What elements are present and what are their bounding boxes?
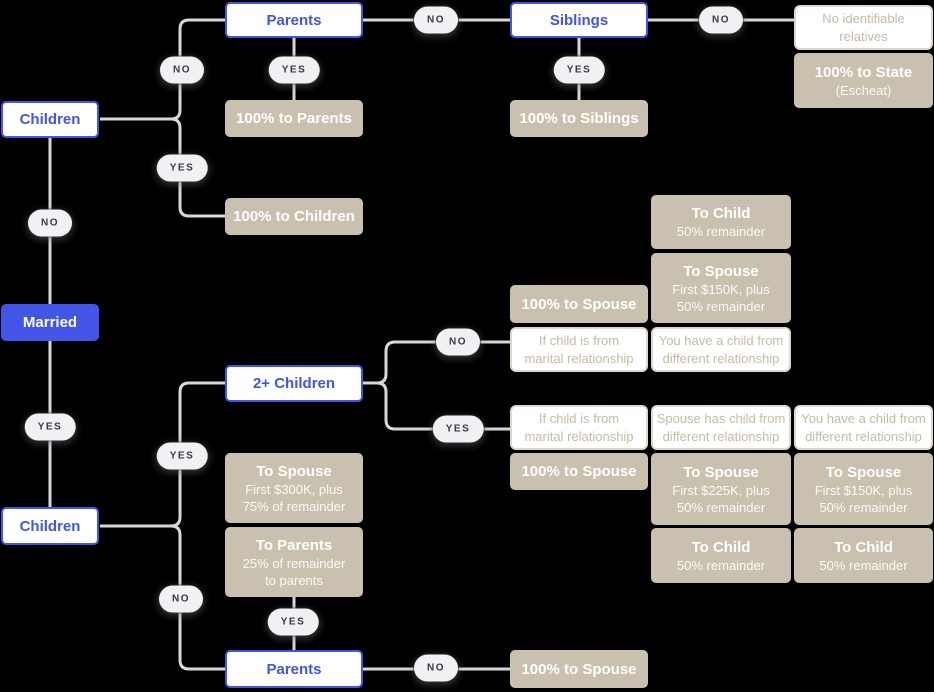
outcome-title: 100% to Children xyxy=(233,208,355,225)
node-children-bottom: Children xyxy=(1,507,99,545)
outcome-subtitle: First $150K, plus xyxy=(672,281,770,297)
outcome-title: 100% to Parents xyxy=(236,110,352,127)
note-you-child-single: You have a child from different relation… xyxy=(651,327,791,372)
node-two-plus-children: 2+ Children xyxy=(225,365,363,402)
badge-children-bottom-yes: YES xyxy=(156,442,208,470)
badge-parents-top-no: NO xyxy=(414,6,458,34)
outcome-title: To Spouse xyxy=(683,463,759,481)
badge-two-plus-no: NO xyxy=(436,328,480,356)
node-parents-top: Parents xyxy=(225,2,363,38)
badge-married-yes: YES xyxy=(24,413,76,441)
outcome-100-to-spouse-multi: 100% to Spouse xyxy=(510,453,648,490)
badge-married-no: NO xyxy=(28,209,72,237)
outcome-title: To Parents xyxy=(255,536,333,554)
note-no-identifiable-relatives: No identifiable relatives xyxy=(794,5,933,50)
outcome-to-spouse-150-multi: To Spouse First $150K, plus 50% remainde… xyxy=(794,453,933,525)
note-line: marital relationship xyxy=(524,350,634,366)
outcome-to-spouse-300: To Spouse First $300K, plus 75% of remai… xyxy=(225,453,363,523)
outcome-subtitle: to parents xyxy=(265,572,323,588)
edge-children-bottom-yes-to-2plus xyxy=(170,381,225,528)
note-if-marital-single: If child is from marital relationship xyxy=(510,327,648,372)
badge-parents-top-yes: YES xyxy=(268,56,320,84)
badge-siblings-no: NO xyxy=(699,6,743,34)
badge-children-bottom-no: NO xyxy=(159,585,203,613)
node-married-label: Married xyxy=(22,314,78,331)
badge-children-top-yes: YES xyxy=(156,154,208,182)
note-line: different relationship xyxy=(805,428,922,444)
badge-siblings-yes: YES xyxy=(553,56,605,84)
note-line: If child is from xyxy=(538,332,620,348)
outcome-100-to-spouse-no-parents: 100% to Spouse xyxy=(510,650,648,688)
note-line: different relationship xyxy=(662,350,780,366)
note-you-child-multi: You have a child from different relation… xyxy=(794,405,933,450)
outcome-100-to-parents: 100% to Parents xyxy=(225,100,363,137)
outcome-title: To Child xyxy=(691,205,751,222)
node-siblings: Siblings xyxy=(510,2,648,38)
edge-2plus-no-branch xyxy=(376,340,510,385)
outcome-subtitle: (Escheat) xyxy=(835,82,892,98)
outcome-subtitle: 50% remainder xyxy=(819,499,908,515)
edge-children-bottom-no-to-parents xyxy=(170,524,225,671)
outcome-subtitle: 50% remainder xyxy=(819,557,908,573)
outcome-to-child-your-side: To Child 50% remainder xyxy=(794,528,933,583)
badge-parents-bottom-yes: YES xyxy=(267,608,319,636)
outcome-subtitle: 50% remainder xyxy=(676,224,766,239)
outcome-title: To Spouse xyxy=(825,463,902,481)
outcome-subtitle: First $225K, plus xyxy=(672,482,770,498)
edge-children-top-no-to-parents xyxy=(170,18,225,121)
outcome-title: To Spouse xyxy=(683,262,759,280)
node-parents-bottom-label: Parents xyxy=(266,660,322,678)
outcome-title: 100% to Spouse xyxy=(521,463,637,480)
outcome-to-spouse-150-single: To Spouse First $150K, plus 50% remainde… xyxy=(651,253,791,323)
node-children-top-label: Children xyxy=(19,111,81,128)
outcome-subtitle: 50% remainder xyxy=(676,557,766,573)
node-parents-bottom: Parents xyxy=(225,650,363,688)
outcome-title: 100% to Spouse xyxy=(521,660,637,678)
outcome-to-parents-25: To Parents 25% of remainder to parents xyxy=(225,527,363,597)
note-line: You have a child from xyxy=(801,410,926,426)
note-line: You have a child from xyxy=(658,332,784,348)
node-two-plus-children-label: 2+ Children xyxy=(252,375,336,392)
note-if-marital-multi: If child is from marital relationship xyxy=(510,405,648,450)
note-line: Spouse has child from xyxy=(656,410,786,426)
outcome-subtitle: First $150K, plus xyxy=(814,482,913,498)
outcome-100-to-state: 100% to State (Escheat) xyxy=(794,53,933,108)
outcome-to-child-spouse-side: To Child 50% remainder xyxy=(651,528,791,583)
note-line: different relationship xyxy=(662,428,780,444)
outcome-subtitle: 50% remainder xyxy=(676,499,766,515)
outcome-100-to-siblings: 100% to Siblings xyxy=(510,100,648,137)
edge-children-top-yes-to-children100 xyxy=(170,117,225,218)
node-siblings-label: Siblings xyxy=(549,11,609,29)
outcome-subtitle: First $300K, plus xyxy=(245,481,343,497)
outcome-title: To Child xyxy=(691,538,751,556)
node-children-bottom-label: Children xyxy=(19,517,81,535)
outcome-subtitle: 75% of remainder xyxy=(242,498,346,514)
note-line: No identifiable xyxy=(822,10,905,26)
note-line: marital relationship xyxy=(524,428,634,444)
outcome-to-spouse-225: To Spouse First $225K, plus 50% remainde… xyxy=(651,453,791,525)
outcome-title: 100% to Spouse xyxy=(521,295,637,313)
outcome-100-to-spouse-single: 100% to Spouse xyxy=(510,285,648,323)
outcome-subtitle: 50% remainder xyxy=(676,298,766,314)
node-children-top: Children xyxy=(1,101,99,138)
outcome-title: To Child xyxy=(834,538,893,556)
edge-2plus-yes-branch xyxy=(376,381,510,431)
note-line: If child is from xyxy=(538,410,620,426)
outcome-title: 100% to Siblings xyxy=(519,110,639,127)
badge-two-plus-yes: YES xyxy=(432,415,484,443)
badge-children-top-no: NO xyxy=(160,56,204,84)
outcome-title: 100% to State xyxy=(814,63,913,81)
note-spouse-child-multi: Spouse has child from different relation… xyxy=(651,405,791,450)
outcome-subtitle: 25% of remainder xyxy=(242,555,346,571)
outcome-title: To Spouse xyxy=(256,462,332,480)
outcome-100-to-children: 100% to Children xyxy=(225,198,363,235)
badge-parents-bottom-no: NO xyxy=(414,654,458,682)
node-parents-top-label: Parents xyxy=(266,11,322,29)
outcome-to-child-single: To Child 50% remainder xyxy=(651,195,791,249)
node-married: Married xyxy=(1,304,99,341)
note-line: relatives xyxy=(839,28,888,44)
